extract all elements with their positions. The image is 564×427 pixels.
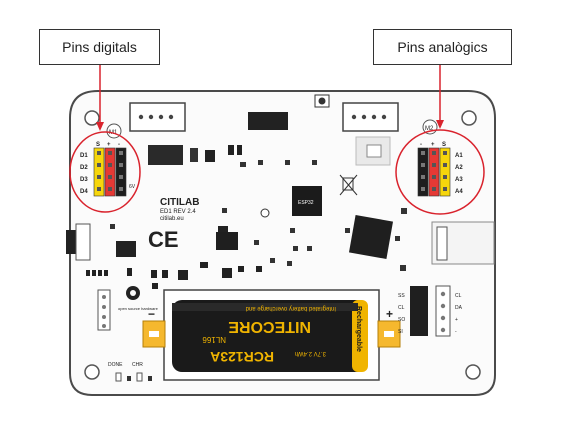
i2c-pin-cl: CL xyxy=(398,305,405,311)
battery-capacity: 3.7V 2.4Wh xyxy=(295,350,326,356)
top-ic-chip xyxy=(248,112,288,130)
analog-pin-a3: A3 xyxy=(455,177,463,183)
i2c-label-cl: CL xyxy=(455,293,462,299)
analog-pin-a4: A4 xyxy=(455,189,463,195)
callout-analog-pins: Pins analògics xyxy=(373,29,512,65)
pin-header-label-minus: - xyxy=(118,142,120,148)
mount-hole-bl xyxy=(84,364,100,380)
pin-header-right-plus: + xyxy=(431,142,435,148)
weee-icon xyxy=(339,174,358,196)
battery xyxy=(172,300,368,372)
battery-note: Integrated battery overcharge and xyxy=(246,305,336,311)
battery-code: NL166 xyxy=(202,335,226,344)
digital-pin-d1: D1 xyxy=(80,153,88,159)
chip-c xyxy=(116,241,136,257)
battery-brand: NITECORE xyxy=(228,318,311,335)
i2c-label-da: DA xyxy=(455,305,463,311)
digital-pin-d2: D2 xyxy=(80,165,88,171)
chip-main xyxy=(348,214,394,260)
pin-header-label-s: S xyxy=(96,142,100,148)
pin-header-right-minus: - xyxy=(420,142,422,148)
led-label-chr: CHR xyxy=(132,362,143,368)
i2c-pin-so: SO xyxy=(398,317,405,323)
battery-minus-sign: − xyxy=(148,307,155,321)
pin-header-right-s: S xyxy=(442,142,446,148)
power-switch xyxy=(66,230,76,254)
callout-circle-digital xyxy=(69,131,141,213)
led-chr xyxy=(136,372,143,382)
led-label-done: DONE xyxy=(108,362,123,368)
chip-a xyxy=(148,145,183,165)
open-hardware-label: open source hardware xyxy=(118,306,159,311)
i2c-pin-si: SI xyxy=(398,329,403,335)
analog-pins-red xyxy=(428,147,440,197)
callout-digital-pins: Pins digitals xyxy=(39,29,160,65)
battery-model: RCR123A xyxy=(210,349,274,365)
callout-circle-analog xyxy=(395,129,485,215)
sensor-icon xyxy=(260,208,270,218)
connector-top-left xyxy=(129,102,186,132)
analog-pin-a1: A1 xyxy=(455,153,463,159)
digital-pin-d4: D4 xyxy=(80,189,88,195)
website-label: citilab.eu xyxy=(160,216,184,222)
callout-analog-label: Pins analògics xyxy=(397,39,488,55)
revision-label: ED1 REV 2.4 xyxy=(160,209,196,215)
mount-hole-tl xyxy=(84,110,100,126)
battery-rechargeable: Rechargeable xyxy=(355,306,362,352)
i2c-header xyxy=(410,286,428,336)
i2c-label-plus: + xyxy=(455,317,458,323)
pin-header-label-plus: + xyxy=(107,142,111,148)
ce-mark: CE xyxy=(148,227,179,252)
digital-pins-red xyxy=(104,147,116,197)
digital-pins-black xyxy=(115,147,127,197)
mount-hole-tr xyxy=(461,110,477,126)
left-aux-header xyxy=(97,289,111,331)
esp32-chip xyxy=(292,186,322,216)
analog-pins-yellow xyxy=(439,147,451,197)
analog-pin-a2: A2 xyxy=(455,165,463,171)
i2c-label-minus: - xyxy=(455,329,457,335)
digital-pins-yellow xyxy=(93,147,105,197)
i2c-pin-ss: SS xyxy=(398,293,405,299)
digital-pin-d3: D3 xyxy=(80,177,88,183)
connector-top-right xyxy=(342,102,399,132)
callout-digital-label: Pins digitals xyxy=(62,39,137,55)
esp32-label: ESP32 xyxy=(298,200,314,206)
open-hardware-icon xyxy=(126,286,140,300)
voltage-label: 6V xyxy=(129,184,136,190)
i2c-header-right xyxy=(435,285,451,337)
led-done xyxy=(115,372,122,382)
mount-hole-br xyxy=(465,364,481,380)
m2-label: M2 xyxy=(425,126,434,132)
analog-pins-black xyxy=(417,147,429,197)
chip-b xyxy=(216,232,238,250)
battery-plus-sign: + xyxy=(386,307,393,321)
brand-label: CITILAB xyxy=(160,197,199,208)
